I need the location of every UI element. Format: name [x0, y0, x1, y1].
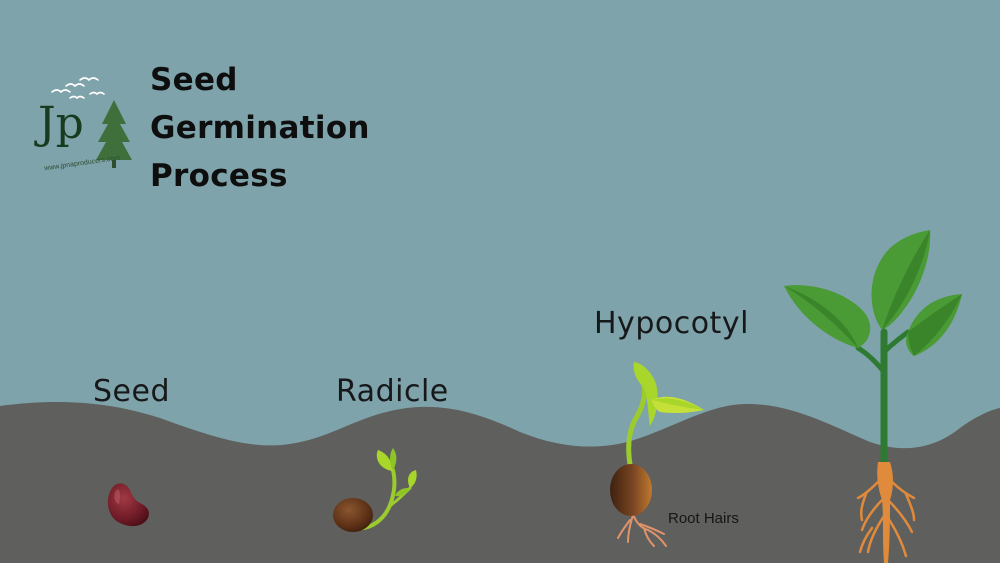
title-line-3: Process — [150, 158, 288, 194]
seed-bean-highlight — [114, 489, 120, 504]
plant-roots — [856, 476, 916, 558]
plant-stem-branch-left — [855, 345, 887, 375]
hypocotyl-stem — [626, 382, 647, 473]
annotation-root-hairs: Root Hairs — [668, 510, 739, 527]
stage-label-radicle: Radicle — [336, 374, 449, 409]
hypocotyl-leaf-left — [633, 362, 658, 426]
radicle-leaf-side-2 — [395, 487, 410, 497]
title-line-2: Germination — [150, 110, 370, 146]
radicle-leaf-side — [408, 470, 417, 488]
hypocotyl-seed — [610, 464, 652, 516]
logo-url: www.jpnaproducers.com — [43, 154, 121, 173]
plant-leaf-top-shade — [882, 230, 930, 330]
radicle-leaf-top-2 — [390, 448, 397, 471]
hypocotyl-leaf-right-shade — [652, 398, 704, 410]
soil — [0, 402, 1000, 563]
title-line-1: Seed — [150, 62, 238, 98]
company-logo: Jp www.jpnaproducers.com — [34, 76, 144, 180]
plant-taproot — [877, 462, 893, 563]
logo-tree-icon — [96, 100, 132, 168]
plant-leaf-right-shade — [908, 294, 962, 356]
plant-stem-branch-right — [881, 329, 911, 355]
logo-letters: Jp — [38, 98, 84, 149]
logo-birds-icon — [51, 77, 105, 100]
page-title: Seed Germination Process — [150, 56, 370, 200]
stage-label-seed: Seed — [93, 374, 170, 409]
stage-label-hypocotyl: Hypocotyl — [594, 306, 749, 341]
radicle-seed — [333, 498, 373, 532]
hypocotyl-roots — [617, 509, 667, 547]
radicle-leaf-top — [376, 450, 393, 471]
